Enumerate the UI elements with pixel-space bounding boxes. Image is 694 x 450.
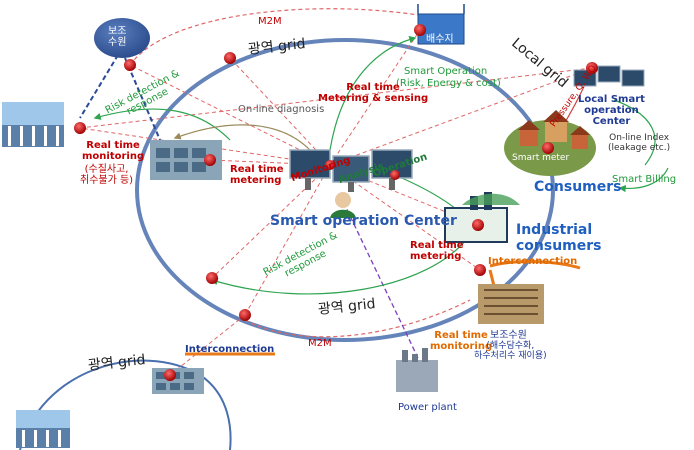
dam-image-bottom [16,410,70,448]
power-plant-image [396,348,438,392]
aux-source-bottom-label: 보조수원 [490,330,527,341]
rt-monitoring-bottom-label: Real time monitoring [430,330,493,352]
m2m-label-bottom: M2M [308,338,332,349]
interconnection-plant-image [152,368,204,394]
rt-metering-right-label: Real time metering [410,240,464,262]
m2m-bottom-arc [244,299,471,338]
interconnection-label-left: Interconnection [185,344,275,355]
aux-source-link-1 [79,54,119,119]
smart-billing-label: Smart Billing [612,174,677,185]
aux-water-source-ball [94,18,150,58]
rt-monitoring-left-sublabel: (수질사고, 취수불가 등) [80,164,134,186]
rt-metering-sensing-label: Real time Metering & sensing [318,82,429,104]
risk-response-arrow-bottom [210,234,471,295]
smart-meter-label: Smart meter [512,153,570,163]
regional-grid-ring [135,38,555,342]
online-diagnosis-arrow [173,124,311,151]
aux-water-source-label: 보조 수원 [108,26,127,48]
rt-metering-mid-label: Real time metering [230,164,284,186]
rt-monitoring-left-label: Real time monitoring [82,140,145,162]
consumers-label: Consumers [534,179,622,195]
operator-figure [330,192,356,218]
interconnection-label-right: Interconnection [488,256,578,267]
desalination-plant-image [478,284,544,324]
online-index-arrow [613,99,656,166]
smart-operation-sublabel: (Risk, Energy & cost) [396,78,501,89]
smart-operation-arrow [329,36,417,151]
online-diagnosis-label: On-line diagnosis [238,104,325,115]
smart-operation-center-title: Smart operation Center [270,213,457,229]
interconnection-accent-right [489,260,581,270]
reservoir-label: 배수지 [426,34,454,45]
aux-source-link-2 [124,57,161,141]
power-plant-link [339,194,419,359]
lower-regional-grid-arc [19,359,232,450]
sensor-links [79,29,593,376]
m2m-top-arc [129,8,419,66]
industrial-consumers-label: Industrial consumers [516,222,602,255]
risk-response-arrow-top [93,108,231,141]
online-index-label: On-line Index (leakage etc.) [608,133,671,153]
smart-operation-label: Smart Operation [404,66,488,77]
m2m-label-top: M2M [258,16,282,27]
sensor-nodes [74,24,598,381]
power-plant-label: Power plant [398,402,457,413]
dam-image-top [2,102,64,147]
aux-source-bottom-sublabel: (해수담수화, 하수처리수 재이용) [474,341,547,361]
local-center-monitors [573,65,645,87]
local-smart-center-label: Local Smart operation Center [578,94,645,127]
smart-billing-arrow [618,167,669,193]
